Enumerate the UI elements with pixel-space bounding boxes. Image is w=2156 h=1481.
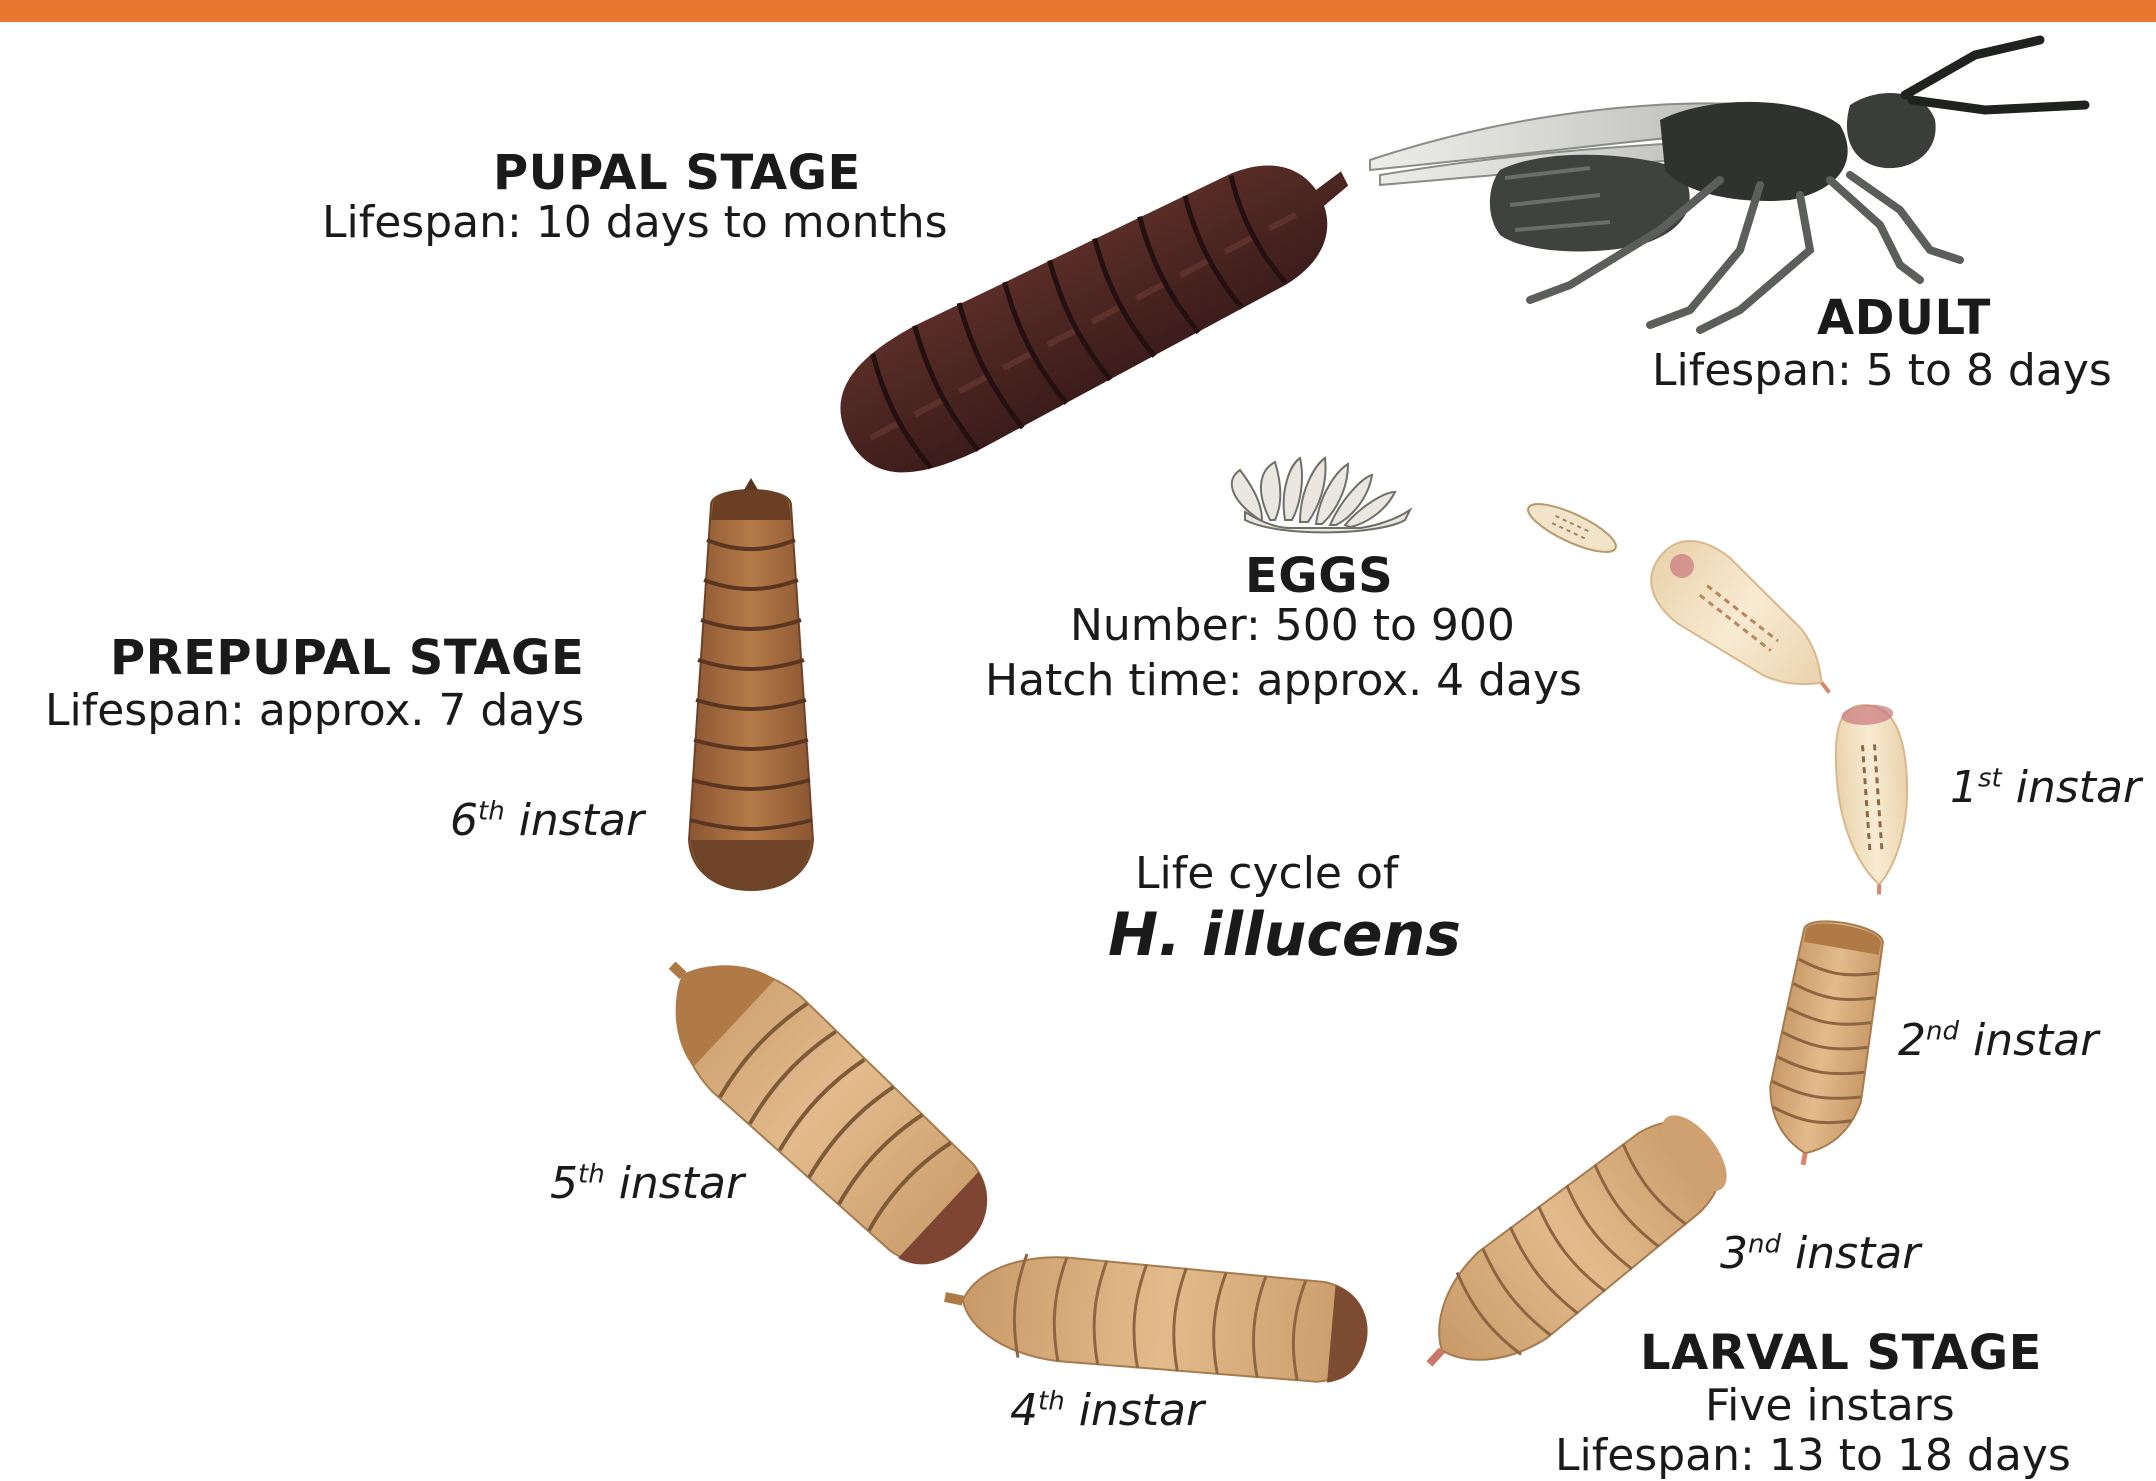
neonate-larva-figure xyxy=(1634,523,1857,723)
hatching-egg-figure xyxy=(1523,495,1622,561)
prepupal-stage-title: PREPUPAL STAGE xyxy=(110,630,584,686)
larval-stage-lifespan: Lifespan: 13 to 18 days xyxy=(1555,1430,2071,1481)
eggs-title: EGGS xyxy=(1245,548,1393,604)
fourth-instar-larva-figure xyxy=(940,1247,1372,1388)
second-instar-larva-figure xyxy=(1758,915,1891,1173)
instar-label-3: 3nd instar xyxy=(1720,1228,1920,1279)
adult-stage-title: ADULT xyxy=(1817,290,1991,346)
instar-label-4: 4th instar xyxy=(1010,1385,1204,1436)
pupa-figure xyxy=(817,121,1380,500)
instar-label-1: 1st instar xyxy=(1950,762,2141,813)
adult-stage-lifespan: Lifespan: 5 to 8 days xyxy=(1652,345,2112,396)
larval-stage-title: LARVAL STAGE xyxy=(1640,1325,2042,1381)
instar-label-6: 6th instar xyxy=(450,795,644,846)
fifth-instar-larva-figure xyxy=(628,918,1014,1290)
first-instar-larva-figure xyxy=(1832,702,1915,896)
adult-fly-figure xyxy=(1370,40,2085,330)
eggs-number: Number: 500 to 900 xyxy=(1070,600,1515,651)
eggs-hatch-time: Hatch time: approx. 4 days xyxy=(985,655,1582,706)
center-title-line1: Life cycle of xyxy=(1135,848,1398,899)
pupal-stage-title: PUPAL STAGE xyxy=(493,145,861,201)
prepupal-stage-lifespan: Lifespan: approx. 7 days xyxy=(45,685,584,736)
instar-label-5: 5th instar xyxy=(550,1158,744,1209)
eggs-cluster-figure xyxy=(1232,458,1410,532)
prepupa-figure xyxy=(689,478,813,890)
pupal-stage-lifespan: Lifespan: 10 days to months xyxy=(322,197,948,248)
larval-stage-instars: Five instars xyxy=(1705,1380,1955,1431)
center-title-species: H. illucens xyxy=(1108,900,1461,970)
instar-label-2: 2nd instar xyxy=(1898,1015,2098,1066)
